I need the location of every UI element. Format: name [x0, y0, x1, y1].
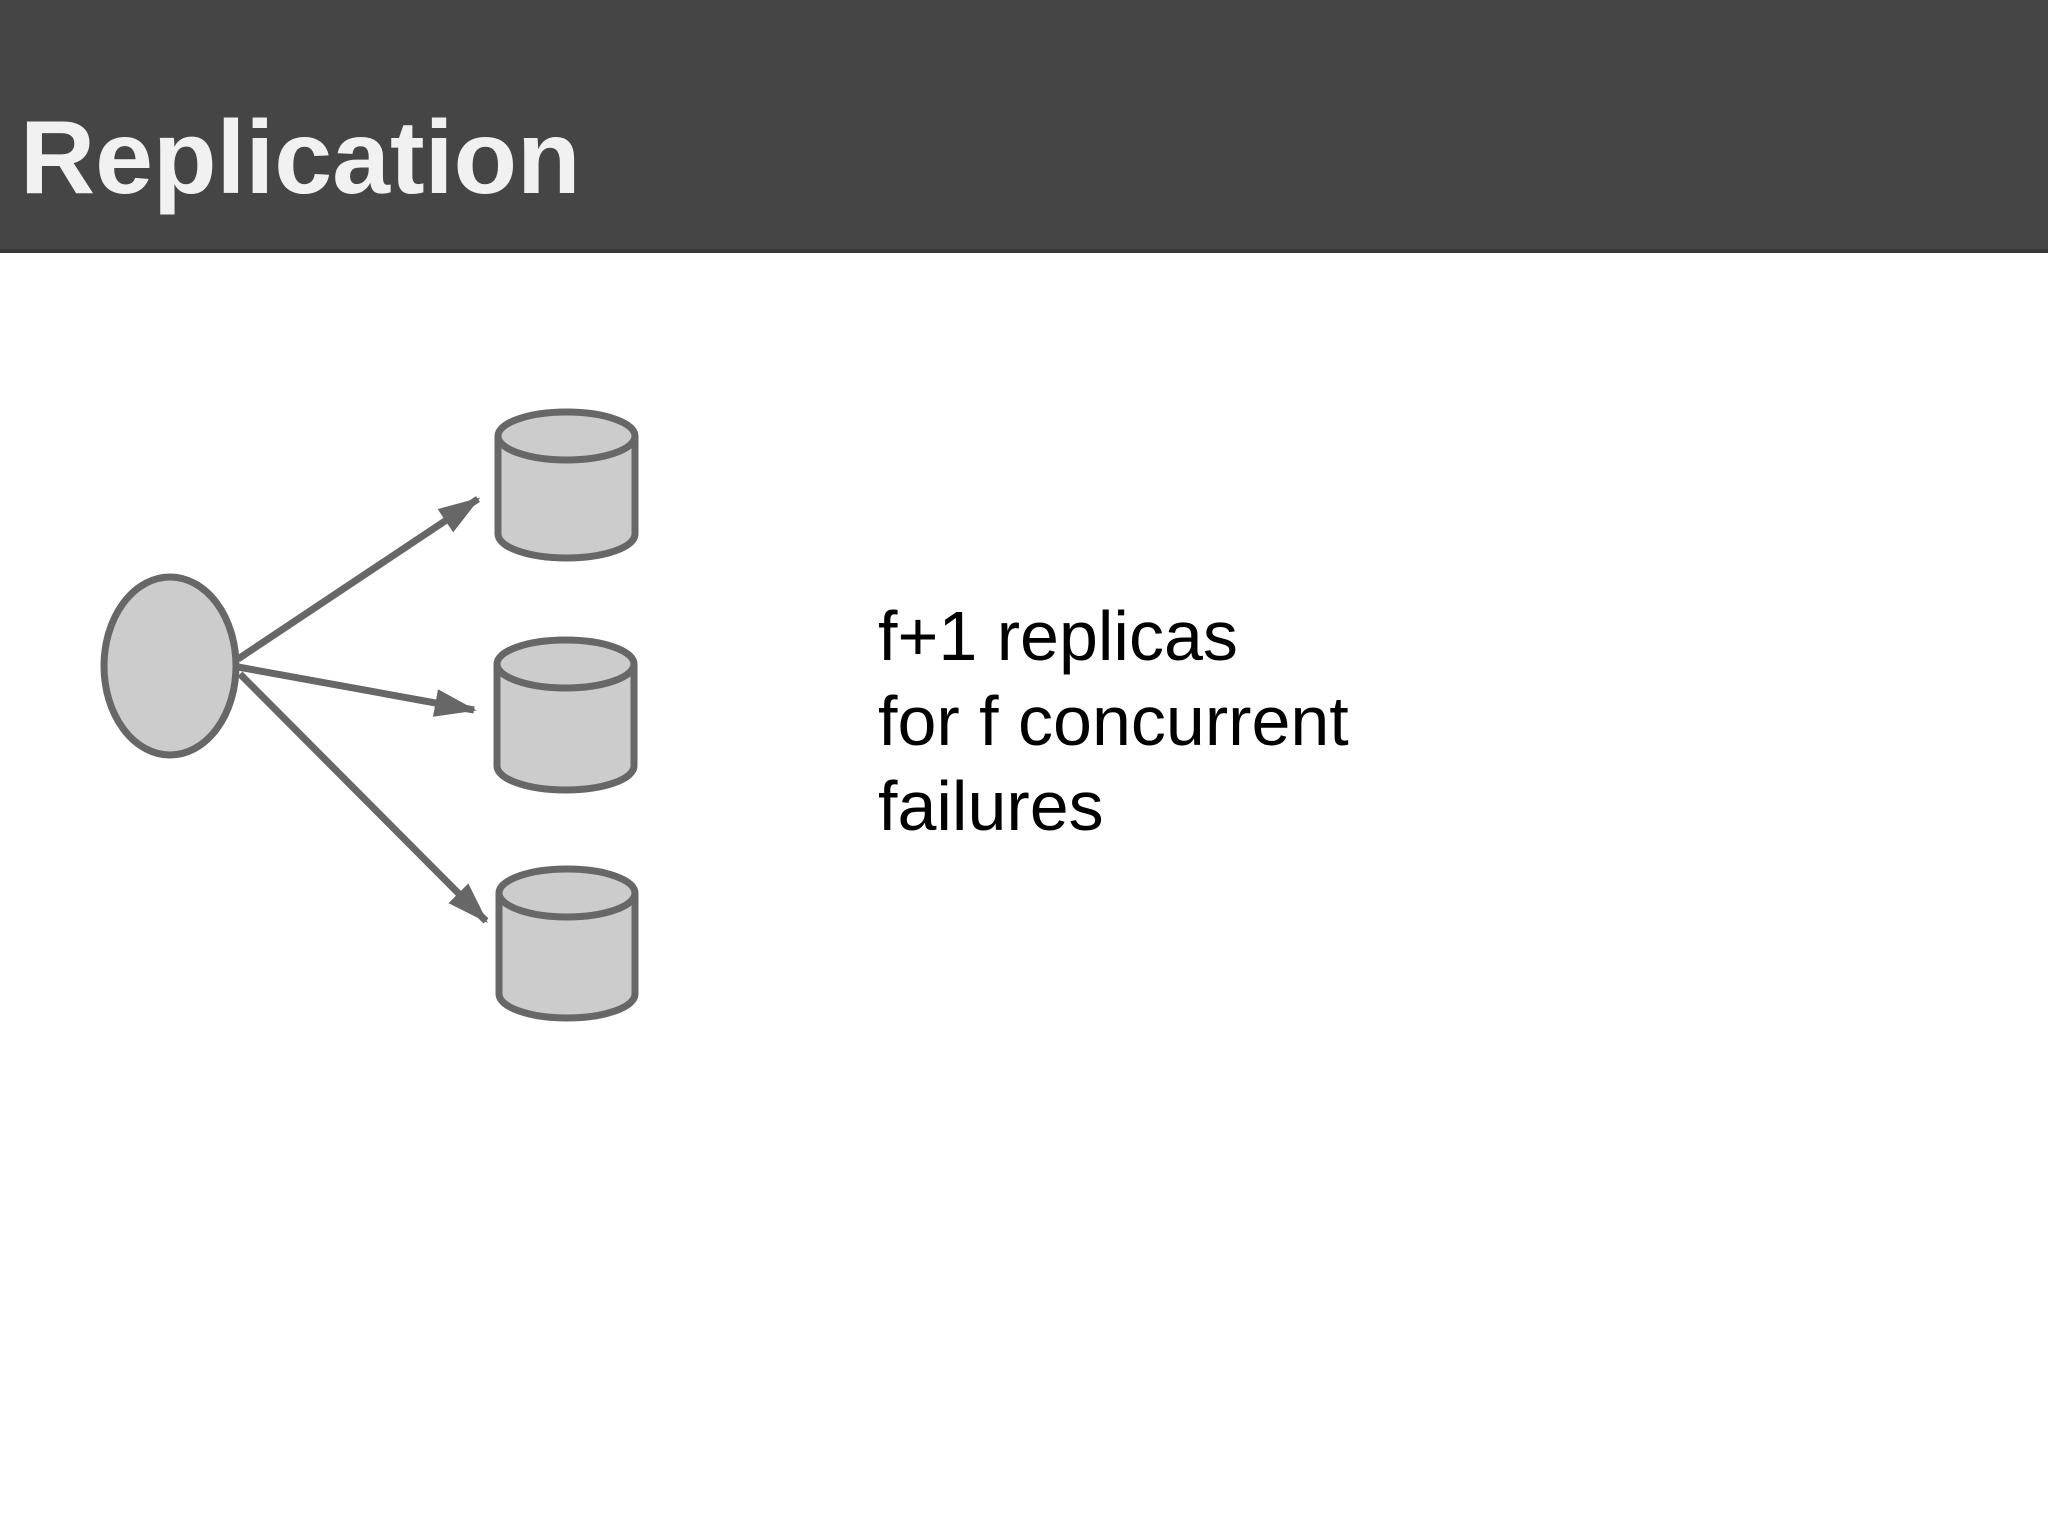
annotation-line-1: f+1 replicas: [878, 597, 1238, 675]
replica-cylinder-1: [494, 408, 639, 562]
cylinder-body: [493, 664, 638, 794]
annotation-line-2: for f concurrent: [878, 682, 1349, 760]
replica-cylinder-2: [493, 636, 638, 794]
annotation-line-3: failures: [878, 767, 1104, 845]
annotation-text: f+1 replicas for f concurrent failures: [878, 594, 1349, 849]
replica-cylinder-3: [495, 865, 639, 1022]
source-node-ellipse: [100, 573, 240, 759]
header-bar: Replication: [0, 0, 2048, 253]
cylinder-body: [494, 436, 639, 562]
cylinder-top: [494, 408, 639, 464]
cylinder-top: [495, 865, 639, 921]
arrow-to-replica-3: [237, 671, 489, 924]
cylinder-top: [493, 636, 638, 692]
page-title: Replication: [20, 100, 581, 216]
arrow-to-replica-2: [237, 663, 477, 717]
arrow-to-replica-1: [236, 496, 481, 662]
cylinder-body: [495, 893, 639, 1022]
